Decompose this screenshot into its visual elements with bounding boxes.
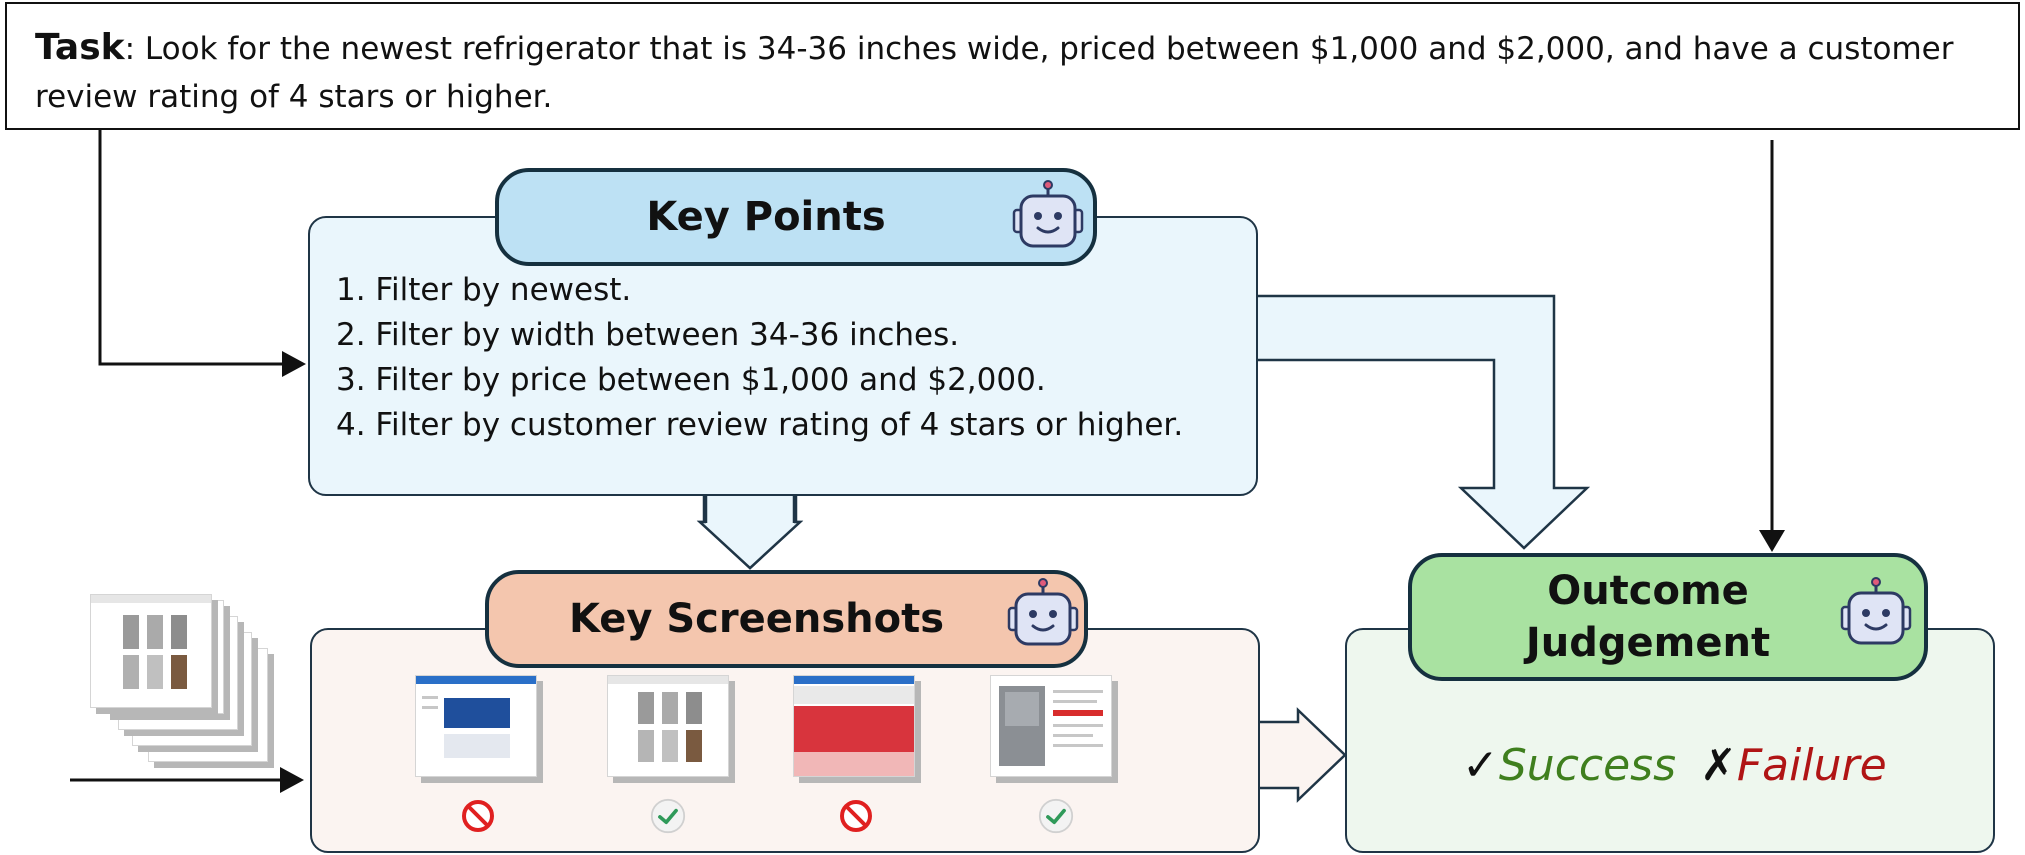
key-point-item: 4. Filter by customer review rating of 4… <box>336 407 1184 443</box>
robot-icon <box>1840 577 1912 645</box>
check-icon <box>650 798 686 834</box>
check-icon <box>1038 798 1074 834</box>
task-box: Task: Look for the newest refrigerator t… <box>5 2 2020 130</box>
key-screenshot-thumbnail <box>607 675 729 777</box>
failure-mark: ✗ <box>1700 740 1737 791</box>
robot-icon <box>1007 578 1079 646</box>
key-screenshots-header: Key Screenshots <box>485 570 1088 668</box>
outcome-result: ✓Success ✗Failure <box>1462 740 1887 791</box>
key-screenshots-title: Key Screenshots <box>568 596 945 642</box>
robot-icon <box>1012 180 1084 248</box>
key-points-list: 1. Filter by newest. 2. Filter by width … <box>336 268 1183 448</box>
outcome-title-line-2: Judgement <box>1525 620 1771 666</box>
key-point-item: 1. Filter by newest. <box>336 272 632 308</box>
failure-label: Failure <box>1736 740 1887 791</box>
keypoints-to-outcome-arrow <box>1256 294 1591 550</box>
key-points-header: Key Points <box>495 168 1097 266</box>
key-point-item: 2. Filter by width between 34-36 inches. <box>336 317 960 353</box>
key-points-title: Key Points <box>646 194 886 240</box>
task-sep: : <box>124 31 136 67</box>
success-label: Success <box>1498 740 1676 791</box>
no-entry-icon <box>840 800 872 832</box>
success-mark: ✓ <box>1462 740 1499 791</box>
task-line-2: review rating of 4 stars or higher. <box>35 79 553 115</box>
key-screenshot-thumbnail <box>990 675 1112 777</box>
key-screenshot-thumbnail <box>415 675 537 777</box>
outcome-judgement-header: Outcome Judgement <box>1408 553 1928 681</box>
key-screenshot-thumbnail <box>793 675 915 777</box>
input-screenshot-thumbnail <box>90 594 212 708</box>
no-entry-icon <box>462 800 494 832</box>
task-label: Task <box>35 27 125 68</box>
key-point-item: 3. Filter by price between $1,000 and $2… <box>336 362 1046 398</box>
outcome-title-line-1: Outcome <box>1547 568 1749 614</box>
task-to-keypoints-arrow <box>98 130 300 366</box>
screenshots-to-outcome-arrow <box>1256 707 1347 803</box>
task-line-1: Look for the newest refrigerator that is… <box>135 31 1954 67</box>
